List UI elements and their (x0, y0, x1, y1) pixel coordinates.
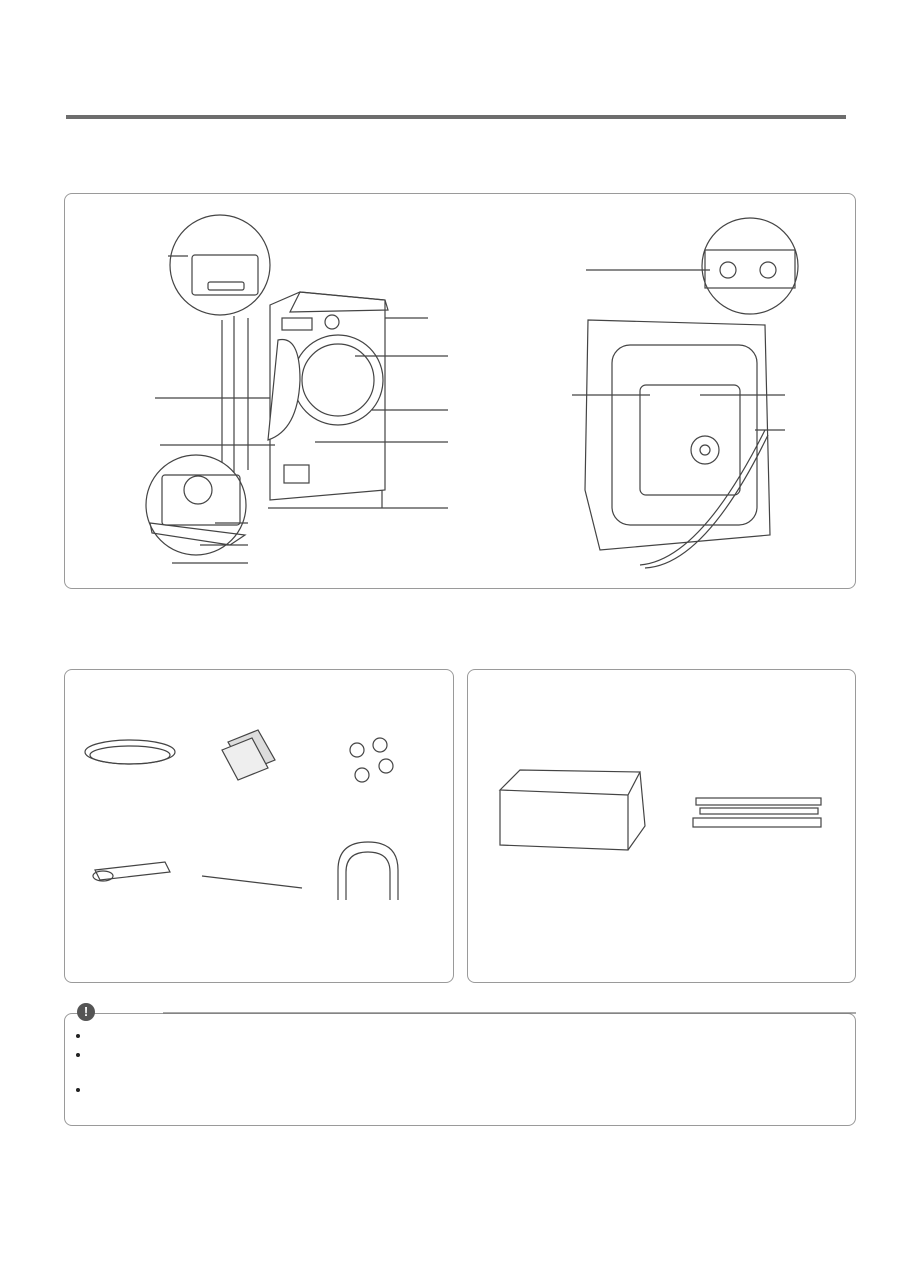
cap-covers (349, 737, 394, 783)
front-washer-illustration (221, 291, 389, 509)
optional-parts-panel (467, 669, 856, 983)
exclamation-icon: ! (77, 1003, 95, 1021)
accessories-panel (64, 669, 454, 983)
rear-washer-illustration (584, 319, 771, 569)
stacking-kit (692, 797, 822, 828)
water-inlet-detail (701, 217, 799, 315)
note-bullet (76, 1053, 80, 1057)
wrench (92, 861, 171, 882)
header-rule (66, 115, 846, 119)
elbow-bracket (337, 841, 399, 900)
parts-panel (64, 193, 856, 589)
tie-strap (201, 875, 303, 889)
anti-slip-sheets (221, 729, 276, 781)
pedestal (498, 769, 646, 851)
inlet-hoses (84, 739, 176, 765)
note-bullet (76, 1034, 80, 1038)
note-bullet (76, 1088, 80, 1092)
detergent-drawer-detail (169, 214, 271, 316)
drain-filter-detail (145, 454, 247, 556)
